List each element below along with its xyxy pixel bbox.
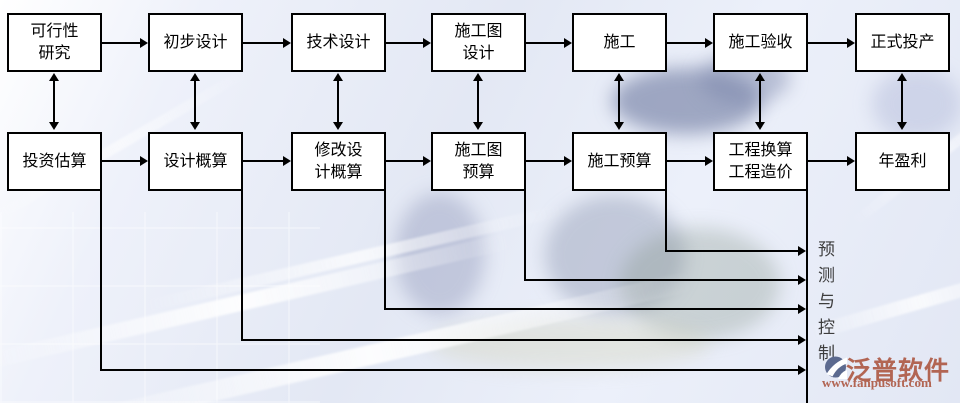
node-technical-design: 技术设计 xyxy=(291,13,386,72)
fanpu-logo-icon xyxy=(824,354,847,379)
feedback-line-design-budget-v xyxy=(241,191,243,341)
link-preliminary-design-budget xyxy=(194,81,196,122)
link-drawing-drawing-budget xyxy=(477,81,479,122)
arrow-feasibility-to-preliminary xyxy=(102,42,140,44)
arrow-conversion-to-annual-profit xyxy=(808,160,847,162)
node-investment-estimate: 投资估算 xyxy=(7,132,102,191)
node-annual-profit: 年盈利 xyxy=(855,132,950,191)
feedback-line-estimate-h xyxy=(100,369,798,371)
node-design-budget: 设计概算 xyxy=(148,132,243,191)
arrow-construction-budget-to-conversion xyxy=(667,160,705,162)
feedback-line-construction-budget-v xyxy=(665,191,667,252)
feedback-line-revised-budget-h xyxy=(384,308,798,310)
arrow-drawing-budget-to-construction-budget xyxy=(526,160,564,162)
node-revised-design-budget: 修改设 计概算 xyxy=(291,132,386,191)
node-feasibility-study: 可行性 研究 xyxy=(7,13,102,72)
watermark-url-text: www.fanpusoft.com xyxy=(822,375,932,390)
node-construction-drawing-budget: 施工图 预算 xyxy=(431,132,526,191)
link-production-profit xyxy=(901,81,903,122)
background-foliage-blob xyxy=(620,228,780,340)
node-construction-budget: 施工预算 xyxy=(572,132,667,191)
background-tower-blob xyxy=(872,68,960,140)
arrow-preliminary-to-technical xyxy=(243,42,283,44)
arrow-drawing-to-construction xyxy=(526,42,564,44)
background-streak-3 xyxy=(144,203,566,313)
arrow-revised-to-drawing-budget xyxy=(386,160,423,162)
feedback-line-drawing-budget-h xyxy=(524,279,798,281)
node-project-conversion-cost: 工程换算 工程造价 xyxy=(713,132,808,191)
link-construction-budget-pair xyxy=(618,81,620,122)
node-formal-production: 正式投产 xyxy=(855,13,950,72)
link-feasibility-estimate xyxy=(53,81,55,122)
background-temple-blob xyxy=(545,195,685,315)
arrow-construction-to-acceptance xyxy=(667,42,705,44)
background-streak-2 xyxy=(46,271,694,403)
background-roof-blob xyxy=(612,68,762,134)
node-construction-drawing-design: 施工图 设计 xyxy=(431,13,526,72)
link-acceptance-conversion xyxy=(759,81,761,122)
arrow-acceptance-to-production xyxy=(808,42,847,44)
arrow-design-to-revised-budget xyxy=(243,160,283,162)
feedback-line-drawing-budget-v xyxy=(524,191,526,281)
arrow-estimate-to-design-budget xyxy=(102,160,140,162)
feedback-line-revised-budget-v xyxy=(384,191,386,310)
background-lawn-blob xyxy=(430,318,710,370)
watermark-brand-text: 泛普软件 xyxy=(846,357,951,385)
link-technical-revised-budget xyxy=(337,81,339,122)
node-construction: 施工 xyxy=(572,13,667,72)
background-window-grid xyxy=(0,212,320,403)
feedback-line-construction-budget-h xyxy=(665,250,798,252)
feedback-line-estimate-v xyxy=(100,191,102,371)
feedback-line-design-budget-h xyxy=(241,339,798,341)
node-preliminary-design: 初步设计 xyxy=(148,13,243,72)
background-building-blob xyxy=(395,193,485,315)
background-streak-1 xyxy=(0,232,515,374)
node-construction-acceptance: 施工验收 xyxy=(713,13,808,72)
collector-bus-line xyxy=(806,191,808,403)
arrow-technical-to-drawing xyxy=(386,42,423,44)
